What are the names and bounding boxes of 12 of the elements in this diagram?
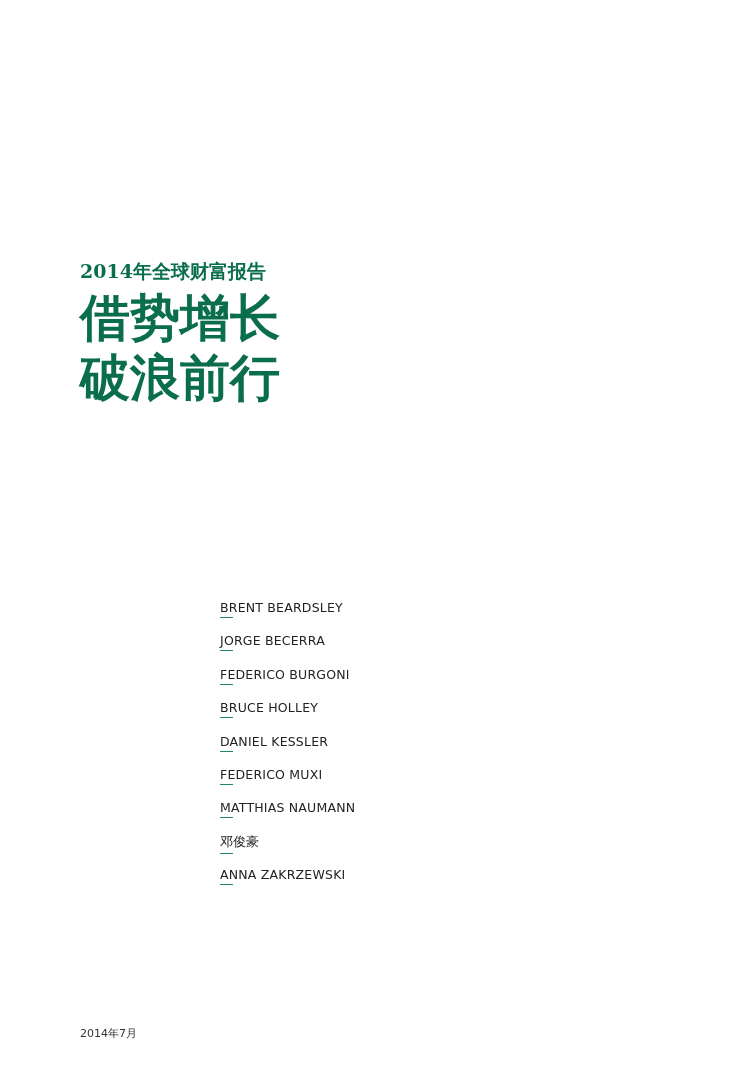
subtitle: 2014年全球财富报告 xyxy=(80,259,266,284)
author-name: BRUCE HOLLEY xyxy=(220,700,319,719)
footer-date: 2014年7月 xyxy=(80,1026,137,1041)
author-name: DANIEL KESSLER xyxy=(220,733,329,752)
author-name: MATTHIAS NAUMANN xyxy=(220,800,356,819)
author-name: FEDERICO BURGONI xyxy=(220,666,350,685)
main-title: 借势增长破浪前行 xyxy=(80,288,281,408)
author-name: 邓俊豪 xyxy=(220,833,260,854)
author-name: FEDERICO MUXI xyxy=(220,767,323,785)
author-name: BRENT BEARDSLEY xyxy=(220,600,343,618)
author-name: ANNA ZAKRZEWSKI xyxy=(220,867,346,886)
author-name: JORGE BECERRA xyxy=(220,633,325,652)
